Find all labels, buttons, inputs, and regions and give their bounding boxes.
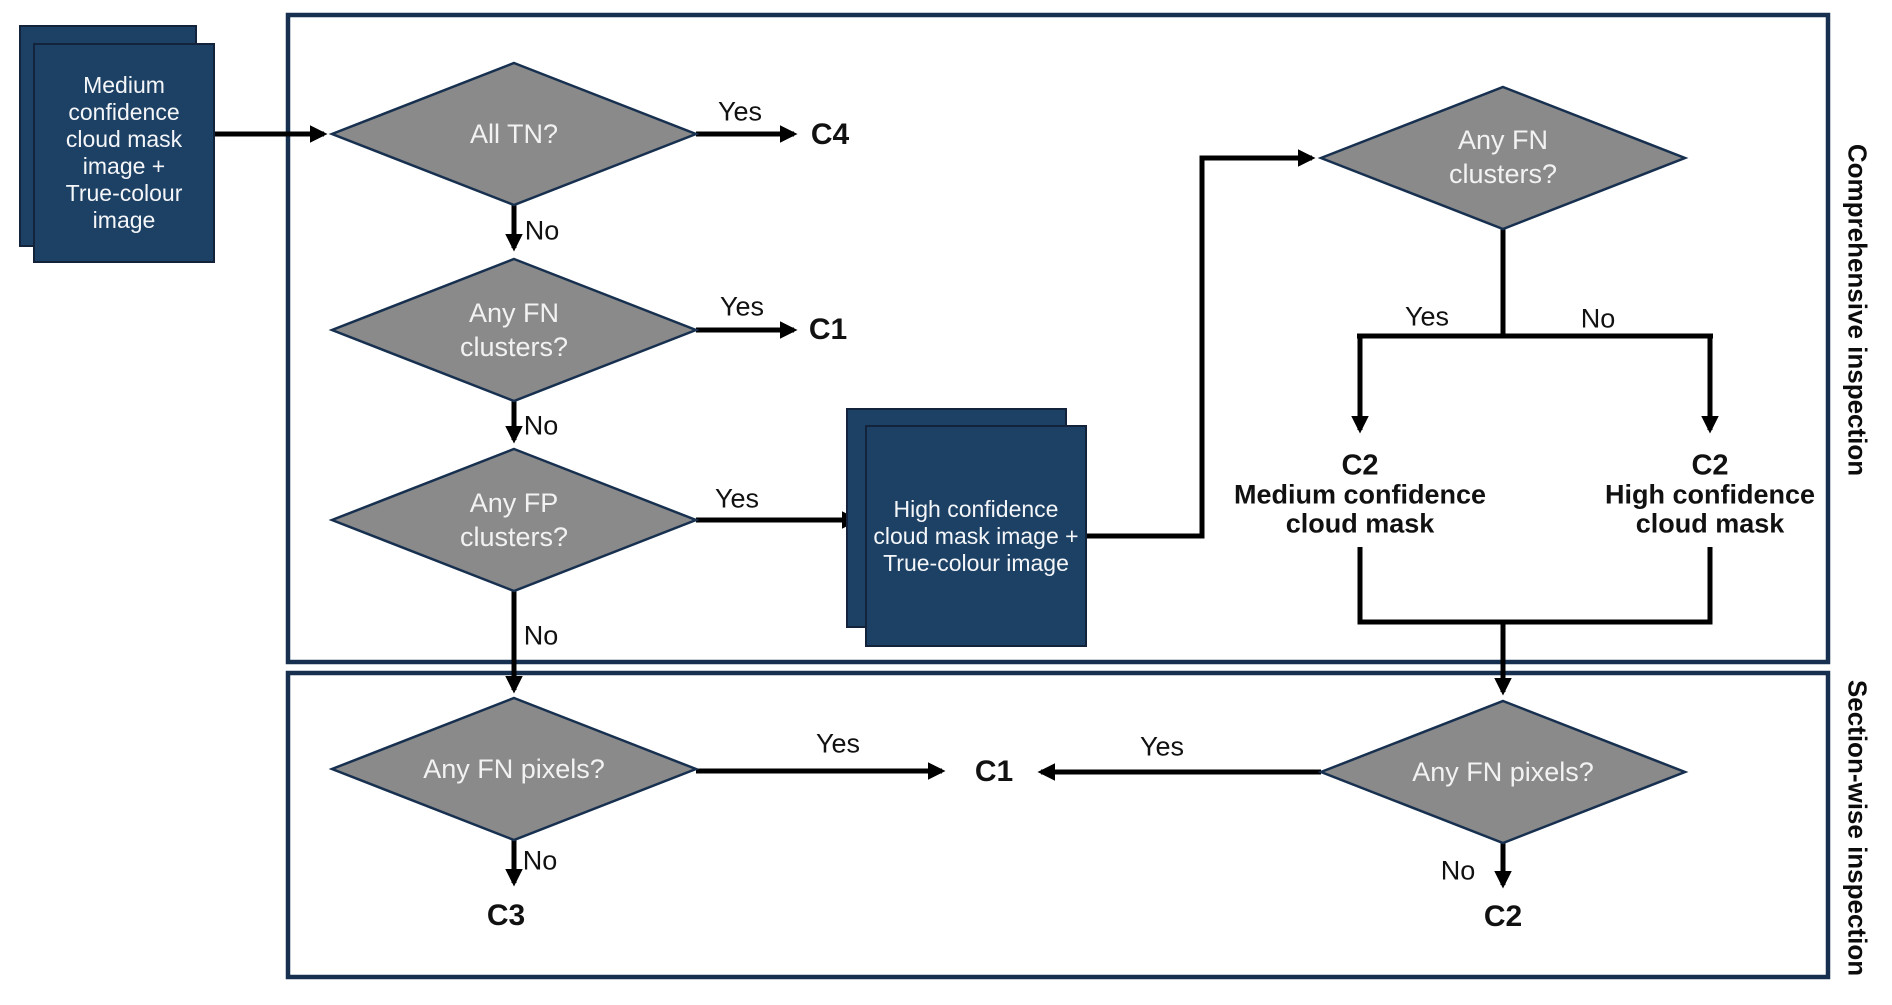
connectors <box>215 125 1719 889</box>
medium-input-box: Medium confidence cloud mask image + Tru… <box>33 43 215 263</box>
edge-label-no-fn-clusters-right: No <box>1580 303 1616 334</box>
decision-fp-clusters-diamond <box>328 447 700 593</box>
edge-label-yes-all-tn: Yes <box>717 96 763 127</box>
edge-label-no-fn-clusters-left: No <box>523 410 559 441</box>
decision-fn-pixels-right-label: Any FN pixels? <box>1412 757 1594 787</box>
edge-label-no-fn-pixels-left: No <box>522 845 558 876</box>
outcome-c2-high: C2 High confidence cloud mask <box>1604 449 1816 539</box>
medium-input-text: Medium confidence cloud mask image + Tru… <box>65 72 183 233</box>
outcome-c2-medium: C2 Medium confidence cloud mask <box>1233 449 1487 539</box>
outcome-c1-bottom: C1 <box>974 755 1014 788</box>
edge-c2-merge <box>1357 547 1713 625</box>
edge-label-yes-fn-pixels-left: Yes <box>815 728 861 759</box>
high-input-box: High confidence cloud mask image + True-… <box>865 425 1087 647</box>
decision-all-tn-diamond <box>328 61 700 207</box>
edge-high-box-to-fn-clusters-right <box>1087 149 1316 539</box>
edge-label-yes-fn-pixels-right: Yes <box>1139 731 1185 762</box>
edge-label-yes-fn-clusters-right: Yes <box>1404 301 1450 332</box>
decision-fn-clusters-left-label: Any FN clusters? <box>459 298 569 362</box>
outcome-c1-top: C1 <box>808 313 848 346</box>
high-input-text: High confidence cloud mask image + True-… <box>873 495 1079 576</box>
decision-fn-clusters-left-diamond <box>328 257 700 403</box>
decision-fn-clusters-right-label: Any FN clusters? <box>1448 125 1558 189</box>
decision-fn-pixels-left-label: Any FN pixels? <box>423 754 605 784</box>
section-wise-inspection-caption: Section-wise inspection <box>1842 679 1873 977</box>
decision-fp-clusters-label: Any FP clusters? <box>459 488 569 552</box>
decision-all-tn-label: All TN? <box>469 119 559 149</box>
comprehensive-inspection-panel <box>285 12 1831 665</box>
edge-fn-clusters-right-branch <box>1357 229 1713 339</box>
edge-label-no-all-tn: No <box>524 215 560 246</box>
outcome-c2-bottom: C2 <box>1483 900 1523 933</box>
edge-label-no-fn-pixels-right: No <box>1440 855 1476 886</box>
outcome-c4: C4 <box>810 118 850 151</box>
comprehensive-inspection-caption: Comprehensive inspection <box>1842 143 1873 477</box>
decision-fn-clusters-right-diamond <box>1317 85 1689 231</box>
outcome-c3: C3 <box>486 899 526 932</box>
edge-label-yes-fn-clusters-left: Yes <box>719 291 765 322</box>
section-wise-inspection-panel <box>285 670 1831 980</box>
edge-label-no-fp-clusters: No <box>523 620 559 651</box>
edge-label-yes-fp-clusters: Yes <box>714 483 760 514</box>
decision-fn-pixels-right-diamond <box>1317 699 1689 845</box>
decision-fn-pixels-left-diamond <box>328 696 700 842</box>
